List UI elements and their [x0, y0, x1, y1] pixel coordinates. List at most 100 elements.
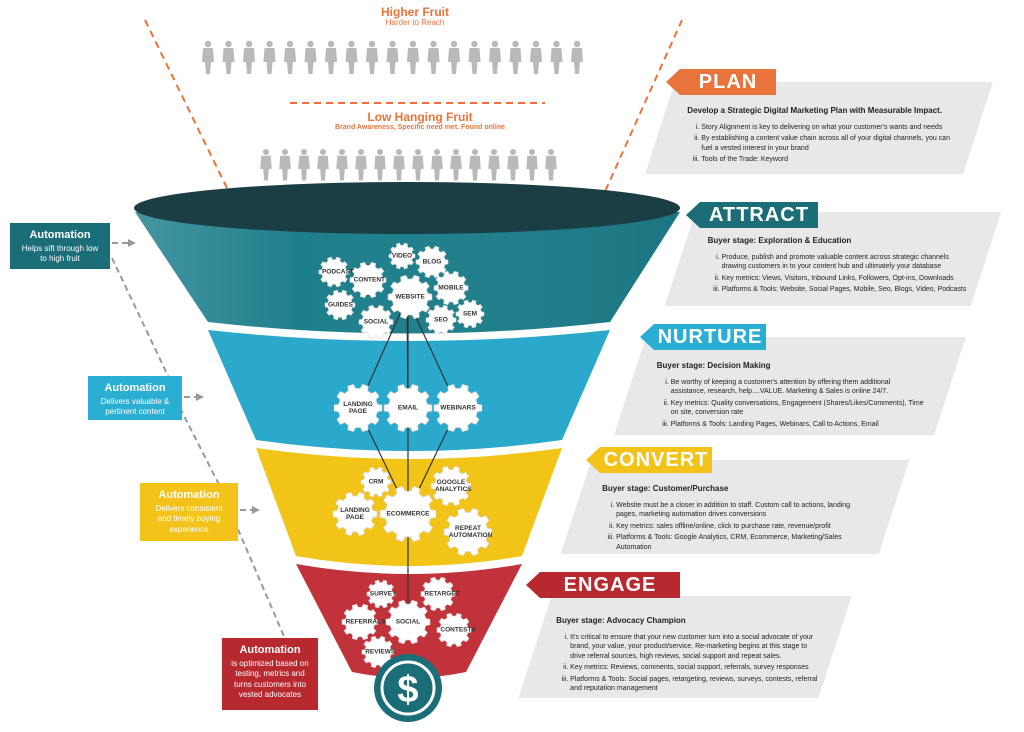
person-silhouette-icon — [509, 40, 522, 74]
gear-label: REVIEWS — [365, 648, 396, 656]
nurture-item-3: Platforms & Tools: Landing Pages, Webina… — [671, 420, 927, 429]
crowd-bottom — [260, 148, 557, 181]
person-silhouette-icon — [366, 40, 378, 74]
person-silhouette-icon — [526, 148, 538, 181]
automation-box-2: Automation Delivers valuable & pertinent… — [88, 376, 182, 420]
person-silhouette-icon — [530, 40, 542, 74]
crowd-top — [202, 40, 583, 74]
gear-icon — [436, 612, 472, 648]
gear-label: BLOG — [422, 258, 442, 266]
person-silhouette-icon — [450, 148, 462, 181]
gear-icon — [333, 383, 383, 433]
plan-item-2: By establishing a content value chain ac… — [701, 134, 957, 153]
gear-icon — [388, 242, 416, 270]
person-silhouette-icon — [393, 148, 405, 181]
gear-label: LANDING PAGE — [340, 506, 370, 521]
automation-box-1: Automation Helps sift through low to hig… — [10, 223, 110, 269]
engage-banner: ENGAGE — [526, 572, 680, 598]
gear-label: MOBILE — [438, 284, 464, 292]
person-silhouette-icon — [489, 40, 501, 74]
higher-fruit-title: Higher Fruit — [381, 5, 449, 19]
nurture-card: Buyer stage: Decision Making Be worthy o… — [614, 337, 966, 435]
attract-heading: Buyer stage: Exploration & Education — [707, 236, 852, 245]
nurture-banner: NURTURE — [640, 324, 766, 350]
nurture-item-1: Be worthy of keeping a customer's attent… — [671, 378, 927, 397]
person-silhouette-icon — [386, 40, 399, 74]
gear-label: CONTENT — [353, 276, 386, 284]
nurture-item-2: Key metrics: Quality conversations, Enga… — [671, 399, 927, 418]
engage-heading: Buyer stage: Advocacy Champion — [556, 616, 686, 625]
gear-icon — [318, 256, 350, 288]
low-fruit-subtitle: Brand Awareness, Specific need met. Foun… — [335, 124, 505, 131]
person-silhouette-icon — [374, 148, 386, 181]
gear-label: EMAIL — [397, 404, 419, 412]
gear-label: SEO — [434, 316, 448, 324]
person-silhouette-icon — [222, 40, 235, 74]
gear-icon — [379, 486, 437, 542]
dollar-symbol: $ — [397, 669, 418, 711]
funnel-rim — [134, 182, 680, 234]
attract-banner: ATTRACT — [686, 202, 818, 228]
person-silhouette-icon — [488, 148, 500, 181]
person-silhouette-icon — [407, 40, 419, 74]
person-silhouette-icon — [545, 148, 557, 181]
gear-label: ECOMMERCE — [386, 510, 430, 518]
gear-icon — [349, 261, 387, 299]
gear-icon — [443, 507, 493, 557]
gear-icon — [366, 579, 396, 609]
automation-title: Automation — [158, 489, 220, 501]
gear-icon — [433, 270, 469, 306]
person-silhouette-icon — [345, 40, 358, 74]
engage-item-3: Platforms & Tools: Social pages, retarge… — [570, 675, 820, 694]
convert-label: CONVERT — [603, 448, 709, 471]
person-silhouette-icon — [260, 148, 272, 181]
automation-desc: Delivers valuable & pertinent content — [100, 397, 170, 417]
gear-icon — [358, 304, 394, 340]
plan-item-3: Tools of the Trade: Keyword — [701, 155, 957, 164]
person-silhouette-icon — [325, 40, 337, 74]
person-silhouette-icon — [298, 148, 310, 181]
person-silhouette-icon — [243, 40, 255, 74]
automation-desc: is optimized based on testing, metrics a… — [231, 659, 309, 700]
gear-label: CRM — [368, 478, 384, 486]
engage-card: Buyer stage: Advocacy Champion It's crit… — [518, 596, 852, 698]
automation-title: Automation — [239, 644, 301, 656]
person-silhouette-icon — [202, 40, 214, 74]
convert-item-3: Platforms & Tools: Google Analytics, CRM… — [616, 533, 872, 552]
person-silhouette-icon — [317, 148, 329, 181]
plan-item-1: Story Alignment is key to delivering on … — [701, 123, 957, 132]
engage-item-1: It's critical to ensure that your new cu… — [570, 633, 820, 661]
gear-icon — [387, 274, 433, 320]
gear-label: SEM — [462, 310, 478, 318]
engage-item-2: Key metrics: Reviews, comments, social s… — [570, 663, 820, 672]
gear-label: SURVEY — [369, 590, 397, 598]
gear-icon — [332, 491, 378, 537]
person-silhouette-icon — [263, 40, 276, 74]
convert-heading: Buyer stage: Customer/Purchase — [602, 484, 729, 493]
person-silhouette-icon — [279, 148, 291, 181]
gear-icon — [420, 576, 456, 612]
gear-label: LANDING PAGE — [343, 400, 373, 415]
gear-label: PODCAST — [322, 268, 354, 276]
gear-label: GOOGLE ANALYTICS — [435, 478, 472, 493]
band-attract — [135, 212, 680, 334]
automation-box-3: Automation Delivers consistent and timel… — [140, 483, 238, 541]
nurture-heading: Buyer stage: Decision Making — [656, 361, 771, 370]
gear-icon — [433, 383, 483, 433]
gear-icon — [455, 299, 485, 329]
convert-item-1: Website must be a closer in addition to … — [616, 501, 872, 520]
convert-item-2: Key metrics: sales offline/online, click… — [616, 522, 872, 531]
gear-label: REFERRALS — [345, 618, 386, 626]
person-silhouette-icon — [448, 40, 460, 74]
gear-label: CONTESTS — [440, 626, 476, 634]
dollar-icon — [374, 654, 442, 722]
gear-label: SOCIAL — [363, 318, 389, 326]
person-silhouette-icon — [571, 40, 583, 74]
person-silhouette-icon — [507, 148, 519, 181]
attract-label: ATTRACT — [709, 203, 809, 226]
person-silhouette-icon — [355, 148, 367, 181]
plan-card: Develop a Strategic Digital Marketing Pl… — [645, 82, 993, 174]
gear-icon — [341, 603, 379, 641]
